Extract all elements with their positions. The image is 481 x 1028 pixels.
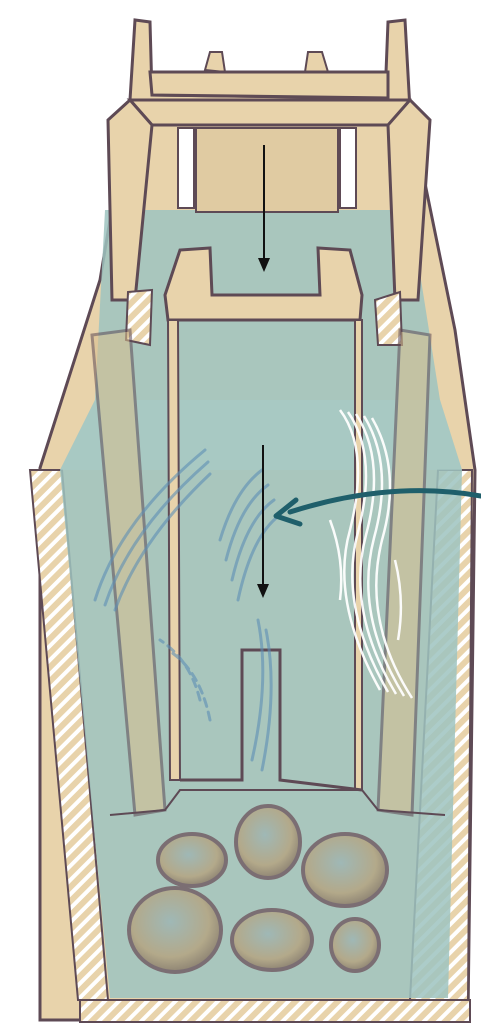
cutaway-diagram <box>0 0 481 1028</box>
